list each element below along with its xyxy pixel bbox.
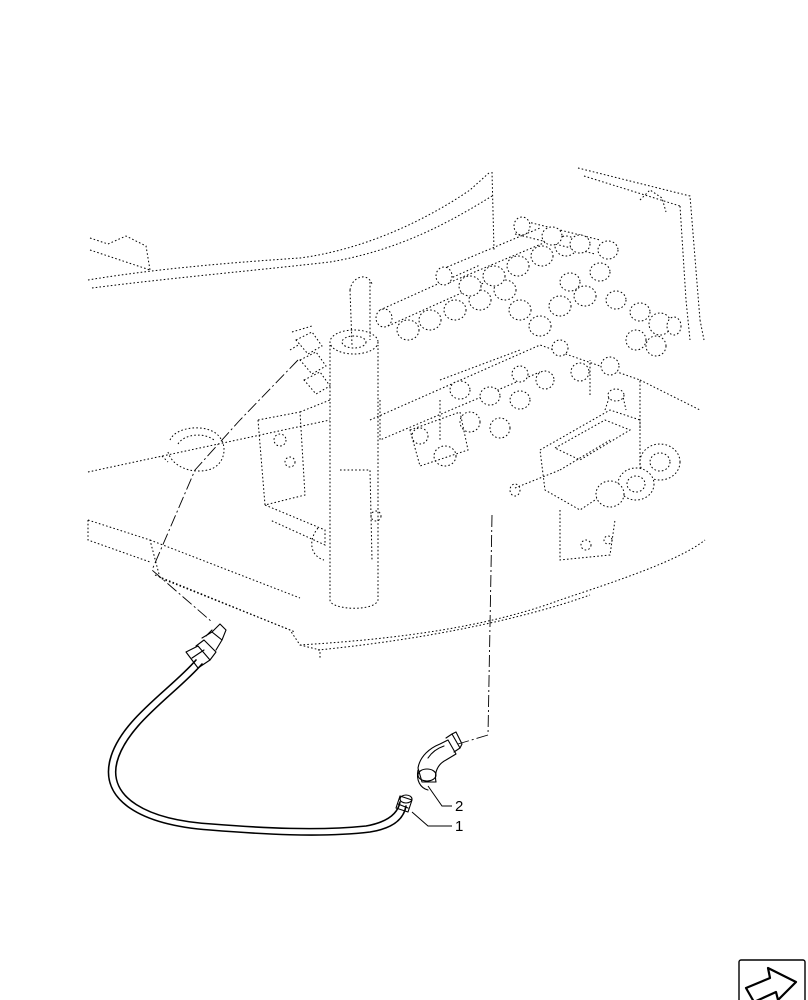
hose-upper-fitting: [185, 623, 227, 669]
valve-spool-row-3: [513, 216, 619, 292]
callout-1-label: 1: [455, 818, 463, 835]
callout-2-label: 2: [455, 798, 463, 815]
machine-frame-context: [87, 167, 706, 658]
hose-lower-fitting: [395, 794, 413, 813]
assembly-centerlines: [151, 359, 493, 745]
valve-rear-fittings: [508, 285, 682, 357]
elbow-fitting: [416, 731, 463, 791]
valve-spool-row-1: [375, 264, 517, 341]
solenoid-valve-block: [509, 360, 681, 561]
callout-2: 2: [427, 785, 463, 815]
control-valve-bank: [257, 216, 682, 609]
valve-lower-ports: [409, 339, 620, 467]
next-page-arrow-icon[interactable]: [738, 959, 806, 1000]
callout-1: 1: [411, 811, 463, 835]
hydraulic-hose: [107, 623, 413, 836]
